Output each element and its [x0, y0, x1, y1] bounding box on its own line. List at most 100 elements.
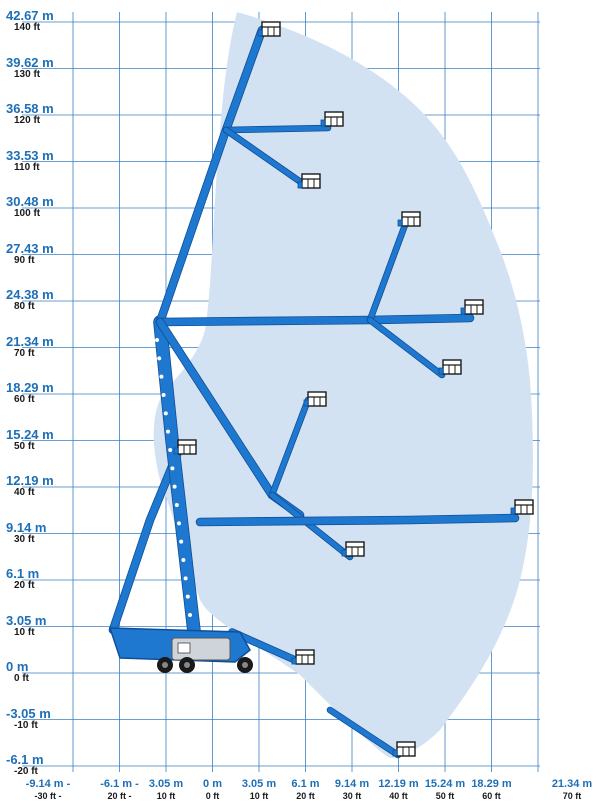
basket-frame [396, 741, 416, 757]
y-label-imperial: 70 ft [14, 347, 35, 359]
x-label-imperial: 40 ft [389, 791, 408, 801]
basket-frame [345, 541, 365, 557]
tower-rivet [181, 558, 186, 562]
platform-basket [392, 741, 416, 757]
y-label-metric: 18.29 m [6, 380, 54, 395]
x-label-imperial: 70 ft [562, 791, 582, 801]
platform-basket [173, 439, 197, 455]
wheel-hub [184, 662, 190, 668]
basket-frame [307, 391, 327, 407]
basket-frame [261, 21, 281, 37]
basket-mount [173, 447, 179, 455]
x-label-imperial: 30 ft [342, 791, 362, 801]
basket-mount [392, 749, 398, 757]
y-label-imperial: -20 ft [14, 766, 38, 777]
basket-mount [303, 399, 309, 407]
y-axis-label: -3.05 m-10 ft [6, 707, 68, 731]
platform-basket [460, 299, 484, 315]
x-label-imperial: 20 ft [296, 791, 315, 801]
y-label-metric: 0 m [6, 659, 29, 674]
y-label-imperial: 60 ft [14, 394, 35, 405]
y-label-imperial: 140 ft [14, 22, 41, 33]
y-label-metric: 12.19 m [6, 473, 54, 488]
x-label-metric: -6.1 m - [100, 778, 139, 790]
machine-panel [177, 642, 191, 654]
basket-frame [324, 111, 344, 127]
basket-frame [464, 299, 484, 315]
boom-arm [109, 448, 182, 634]
tower-rivet [166, 429, 170, 434]
basket-frame [442, 359, 462, 375]
y-label-imperial: 0 ft [14, 673, 29, 684]
basket-mount [297, 181, 303, 189]
boom-arm [196, 514, 519, 526]
y-label-imperial: 120 ft [14, 115, 41, 126]
x-label-imperial: 10 ft [156, 791, 176, 801]
platform-basket [291, 649, 315, 665]
y-label-metric: -6.1 m [6, 752, 44, 767]
platform-basket [303, 391, 327, 407]
y-axis-label: -6.1 m-20 ft [6, 753, 68, 777]
boom-arm [327, 707, 401, 758]
platform-basket [320, 111, 344, 127]
tower-rivet [188, 613, 192, 617]
x-label-metric: -9.14 m - [25, 778, 71, 790]
y-label-imperial: 130 ft [14, 68, 41, 80]
basket-frame [177, 439, 197, 455]
y-label-metric: 36.58 m [6, 101, 54, 116]
y-label-metric: 33.53 m [6, 147, 54, 163]
x-label-metric: 15.24 m [424, 778, 466, 790]
y-label-metric: 39.62 m [6, 54, 54, 70]
boom-arm [367, 222, 408, 323]
work-envelope [153, 12, 533, 758]
basket-mount [341, 549, 347, 557]
tower-rivet [174, 503, 179, 507]
tower-rivet [172, 484, 177, 489]
y-label-imperial: 50 ft [14, 440, 35, 452]
y-label-metric: 3.05 m [6, 612, 47, 628]
tower-rivet [168, 448, 173, 452]
y-label-imperial: 80 ft [14, 301, 35, 312]
x-label-imperial: 60 ft [482, 791, 501, 801]
x-label-imperial: -30 ft - [34, 791, 62, 801]
x-label-imperial: 10 ft [249, 791, 269, 801]
basket-frame [295, 649, 315, 665]
basket-mount [397, 219, 403, 227]
boom-arm [223, 125, 331, 133]
basket-mount [291, 657, 297, 665]
boom-arm [269, 397, 311, 498]
tower-rivet [185, 594, 190, 599]
boom-arm [223, 127, 308, 188]
x-label-metric: 18.29 m [471, 778, 512, 790]
basket-frame [301, 173, 321, 189]
x-label-metric: 3.05 m [148, 778, 184, 790]
tower-rivet [177, 521, 181, 526]
basket-mount [438, 367, 444, 375]
boom-positions [108, 21, 534, 759]
x-label-imperial: 50 ft [435, 791, 455, 801]
boom-arm [367, 317, 445, 378]
tower-rivet [157, 356, 162, 361]
basket-frame [514, 499, 534, 515]
machine-chassis [108, 627, 253, 673]
y-label-imperial: 10 ft [14, 626, 35, 638]
boom-arm [269, 492, 353, 560]
basket-mount [257, 29, 263, 37]
y-label-imperial: 30 ft [14, 533, 35, 545]
platform-basket [438, 359, 462, 375]
y-label-metric: 6.1 m [6, 566, 40, 581]
y-label-imperial: 40 ft [14, 487, 35, 498]
platform-basket [397, 211, 421, 227]
